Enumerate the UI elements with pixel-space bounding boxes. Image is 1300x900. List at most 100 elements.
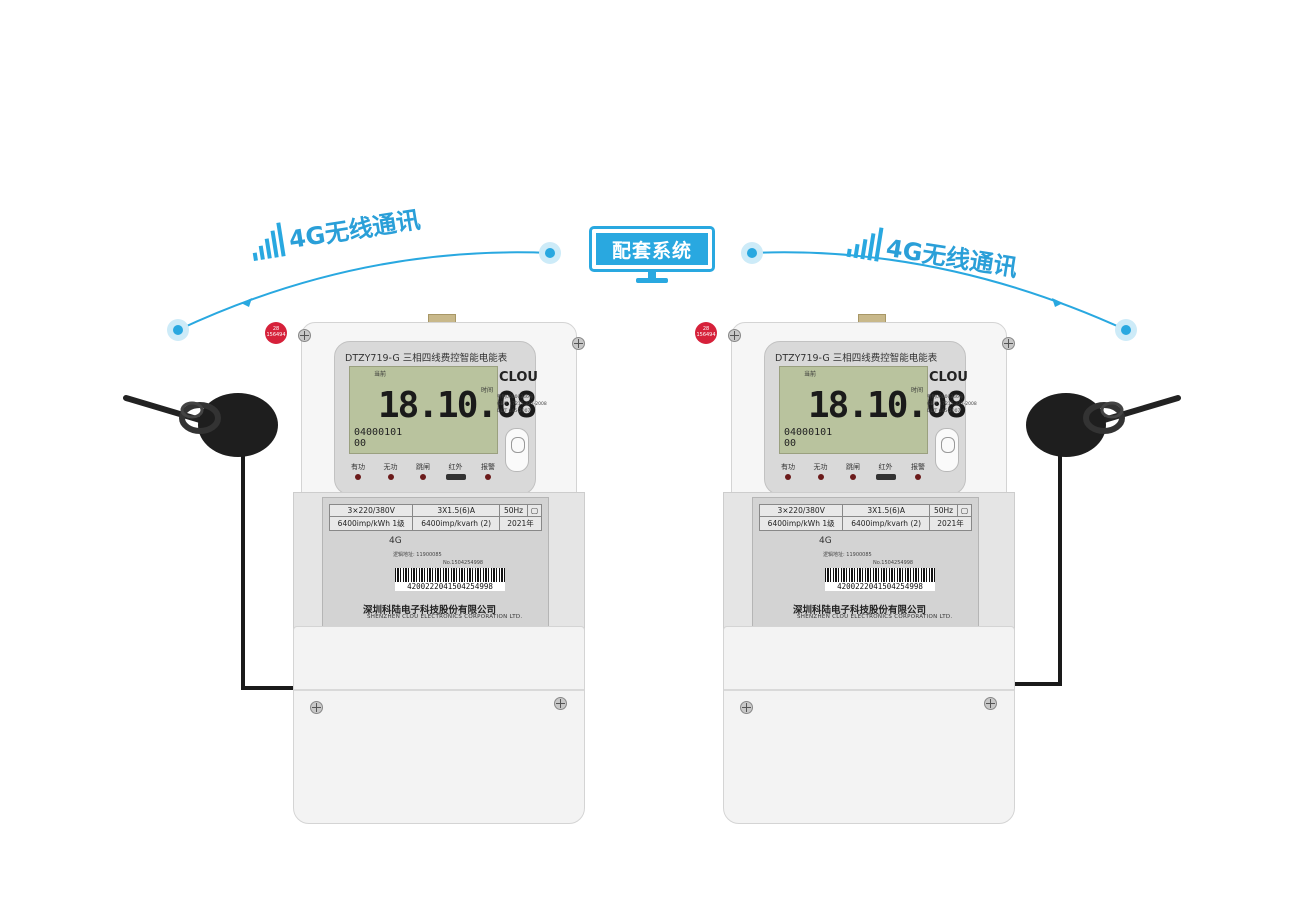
page-button[interactable]: [935, 428, 959, 472]
system-monitor-icon: 配套系统: [589, 226, 715, 272]
signal-bars-icon: [249, 222, 286, 261]
screw-icon: [1002, 337, 1015, 350]
meter-nameplate-section: 3×220/380V 3X1.5(6)A 50Hz ▢ 6400imp/kWh …: [293, 492, 585, 634]
model-title: DTZY719-G 三相四线费控智能电能表: [345, 353, 508, 364]
indicator: 有功: [343, 462, 373, 480]
lcd-code-line1: 04000101: [784, 427, 833, 438]
lcd-time-label: 时间: [910, 387, 923, 394]
brand-logo: CLOU: [929, 370, 968, 385]
lcd-screen: 当前 时间 18.10.08 04000101 00: [779, 366, 967, 454]
terminal-cover: [723, 626, 1015, 824]
page-button[interactable]: [505, 428, 529, 472]
indicator: 无功: [376, 462, 406, 480]
rating-current: 3X1.5(6)A: [412, 504, 501, 517]
lcd-top-label: 当前: [804, 371, 817, 378]
meter-top-cover: DTZY719-G 三相四线费控智能电能表 当前 时间 18.10.08 040…: [298, 322, 585, 499]
brand-logo: CLOU: [499, 370, 538, 385]
lcd-screen: 当前 时间 18.10.08 04000101 00: [349, 366, 537, 454]
logic-address: 逻辑地址: 11900085: [393, 552, 442, 558]
barcode-icon: [395, 568, 505, 582]
left-arc-arrowhead: [241, 298, 252, 307]
lcd-time-label: 时间: [480, 387, 493, 394]
rating-voltage: 3×220/380V: [758, 504, 844, 517]
signal-bars-icon: [846, 223, 884, 262]
comm-type: 4G: [819, 536, 832, 546]
nameplate: 3×220/380V 3X1.5(6)A 50Hz ▢ 6400imp/kWh …: [752, 497, 979, 627]
company-name: 深圳科陆电子科技股份有限公司: [363, 605, 497, 616]
rating-current: 3X1.5(6)A: [842, 504, 931, 517]
spec-text: 粤制00000346号 GB/T 17215.321-2008 DL/T 645…: [497, 394, 547, 415]
rating-table: 3×220/380V 3X1.5(6)A 50Hz ▢ 6400imp/kWh …: [328, 504, 543, 531]
energy-meter-right: DTZY719-G 三相四线费控智能电能表 当前 时间 18.10.08 040…: [695, 314, 1015, 824]
screw-icon: [298, 329, 311, 342]
lcd-top-label: 当前: [374, 371, 387, 378]
indicator: 无功: [806, 462, 836, 480]
screw-icon: [554, 697, 567, 710]
lcd-main-value: 18.10.08: [808, 385, 967, 426]
right-antenna-icon: [1005, 393, 1181, 686]
dot-right-outer: [1115, 319, 1137, 341]
rating-reactive: 6400imp/kvarh (2): [842, 516, 931, 531]
spec-line: GB/T 17215.321-2008: [927, 402, 977, 407]
energy-meter-left: DTZY719-G 三相四线费控智能电能表 当前 时间 18.10.08 040…: [265, 314, 585, 824]
logic-address: 逻辑地址: 11900085: [823, 552, 872, 558]
rating-frequency: 50Hz: [929, 504, 958, 517]
monitor-stand-icon: [636, 272, 668, 283]
right-signal-arc: [751, 251, 1127, 331]
rating-reactive: 6400imp/kvarh (2): [412, 516, 501, 531]
rating-table: 3×220/380V 3X1.5(6)A 50Hz ▢ 6400imp/kWh …: [758, 504, 973, 531]
indicator-row: 有功 无功 跳闸 红外 报警: [773, 462, 933, 480]
indicator: 报警: [903, 462, 933, 480]
spec-line: 粤制00000346号: [497, 395, 534, 400]
display-panel: DTZY719-G 三相四线费控智能电能表 当前 时间 18.10.08 040…: [764, 341, 977, 495]
meter-top-cover: DTZY719-G 三相四线费控智能电能表 当前 时间 18.10.08 040…: [728, 322, 1015, 499]
rating-year: 2021年: [929, 516, 972, 531]
dot-right-inner: [741, 242, 763, 264]
company-name: 深圳科陆电子科技股份有限公司: [793, 605, 927, 616]
company-name-en: SHENZHEN CLOU ELECTRONICS CORPORATION LT…: [367, 614, 523, 620]
model-title: DTZY719-G 三相四线费控智能电能表: [775, 353, 938, 364]
lcd-code: 04000101 00: [784, 427, 832, 449]
left-signal-arc: [177, 251, 551, 331]
screw-icon: [728, 329, 741, 342]
barcode-icon: [825, 568, 935, 582]
serial-number: No.1504254998: [873, 560, 914, 566]
lcd-code: 04000101 00: [354, 427, 402, 449]
lcd-code-line2: 00: [784, 438, 797, 449]
display-panel: DTZY719-G 三相四线费控智能电能表 当前 时间 18.10.08 040…: [334, 341, 547, 495]
screw-icon: [740, 701, 753, 714]
indicator: 报警: [473, 462, 503, 480]
rating-frequency: 50Hz: [499, 504, 528, 517]
rating-year: 2021年: [499, 516, 542, 531]
lcd-main-value: 18.10.08: [378, 385, 537, 426]
right-arc-arrowhead: [1052, 298, 1063, 307]
serial-number: No.1504254998: [443, 560, 484, 566]
system-label: 配套系统: [596, 233, 708, 265]
indicator: 红外: [871, 462, 901, 480]
spec-line: 粤制00000346号: [927, 395, 964, 400]
screw-icon: [572, 337, 585, 350]
screw-icon: [984, 697, 997, 710]
barcode-number: 4200222041504254998: [825, 582, 935, 591]
meter-nameplate-section: 3×220/380V 3X1.5(6)A 50Hz ▢ 6400imp/kWh …: [723, 492, 1015, 634]
comm-type: 4G: [389, 536, 402, 546]
dot-left-inner: [539, 242, 561, 264]
indicator: 跳闸: [838, 462, 868, 480]
screw-icon: [310, 701, 323, 714]
rating-voltage: 3×220/380V: [328, 504, 414, 517]
spec-line: GB/T 17215.321-2008: [497, 402, 547, 407]
spec-line: DL/T 645-2007: [927, 409, 961, 414]
cover-divider: [294, 689, 584, 691]
terminal-cover: [293, 626, 585, 824]
spec-text: 粤制00000346号 GB/T 17215.321-2008 DL/T 645…: [927, 394, 977, 415]
lcd-code-line1: 04000101: [354, 427, 403, 438]
left-antenna-icon: [123, 393, 300, 690]
indicator: 红外: [441, 462, 471, 480]
rating-active: 6400imp/kWh 1级: [758, 516, 844, 531]
cover-divider: [724, 689, 1014, 691]
barcode-number: 4200222041504254998: [395, 582, 505, 591]
rating-symbol: ▢: [526, 504, 543, 517]
rating-active: 6400imp/kWh 1级: [328, 516, 414, 531]
